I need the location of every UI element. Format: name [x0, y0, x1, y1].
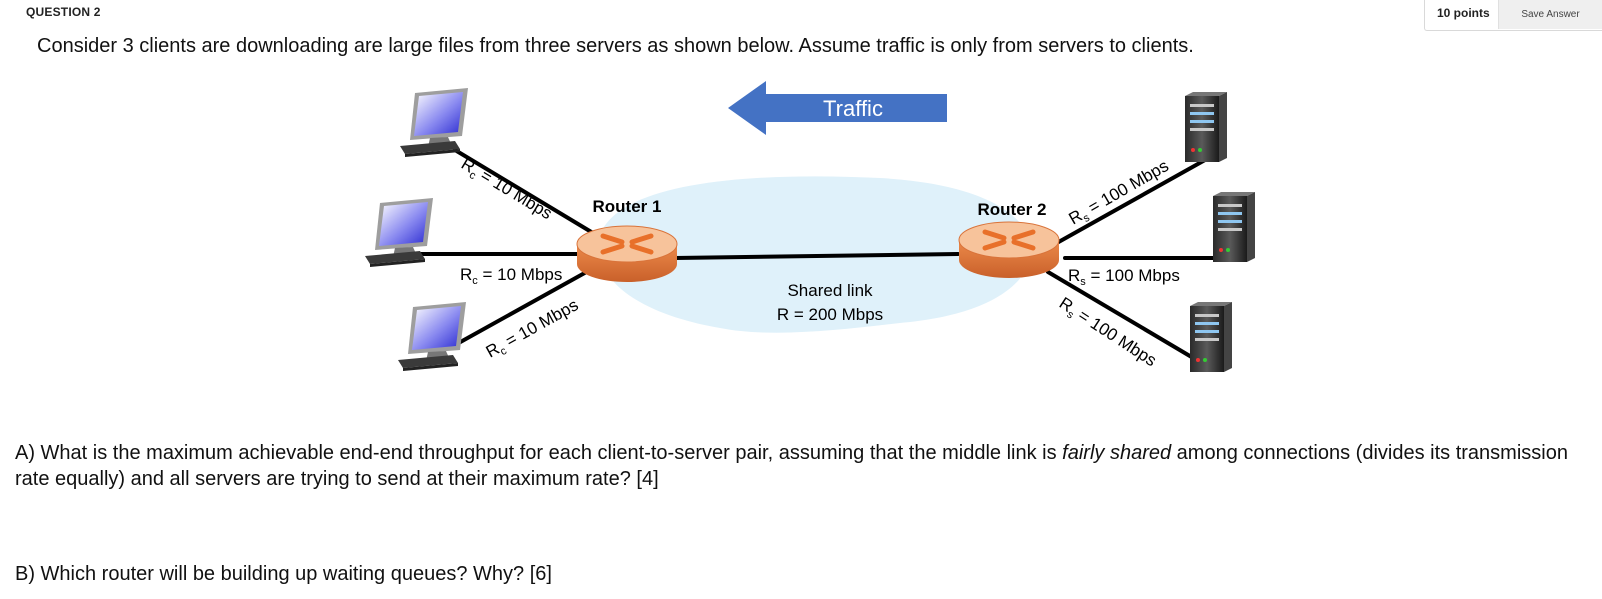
router-2-label: Router 2: [978, 200, 1047, 219]
part-a-text-end: among connections (divides its transmiss…: [15, 442, 1568, 490]
server-link-1: [1053, 158, 1207, 246]
router-2-icon: [958, 221, 1060, 278]
server-2: [1213, 192, 1255, 262]
shared-link-label: Shared link: [787, 281, 873, 300]
client-computer-2: [365, 198, 433, 267]
save-answer-button[interactable]: Save Answer: [1498, 0, 1602, 29]
server-link-1-label: Rs = 100 Mbps: [1066, 156, 1174, 231]
client-computer-3: [398, 302, 466, 371]
question-part-b: B) Which router will be building up wait…: [15, 563, 552, 585]
part-a-emphasis: fairly shared: [1062, 442, 1172, 464]
traffic-label: Traffic: [823, 96, 883, 121]
server-link-2-label: Rs = 100 Mbps: [1068, 266, 1180, 288]
traffic-arrow: Traffic: [728, 81, 947, 135]
client-link-3: [453, 268, 592, 347]
links: [418, 148, 1217, 364]
client-link-1-label: Rc = 10 Mbps: [456, 154, 555, 226]
router-1-icon: [576, 225, 678, 282]
client-link-1: [453, 148, 600, 238]
question-prompt: Consider 3 clients are downloading are l…: [37, 35, 1194, 57]
client-link-2-label: Rc = 10 Mbps: [460, 265, 562, 287]
question-part-a: A) What is the maximum achievable end-en…: [15, 440, 1590, 492]
router-1-label: Router 1: [593, 197, 662, 216]
client-computer-1: [400, 88, 468, 157]
server-1: [1185, 92, 1227, 162]
shared-link-rate: R = 200 Mbps: [777, 305, 883, 324]
server-3: [1190, 302, 1232, 372]
shared-link: [673, 252, 960, 260]
question-points: 10 points: [1437, 6, 1490, 20]
part-a-text-start: A) What is the maximum achievable end-en…: [15, 442, 1063, 464]
points-panel: 10 points Save Answer: [1424, 0, 1602, 31]
client-link-3-label: Rc = 10 Mbps: [483, 295, 583, 364]
server-link-3: [1046, 270, 1202, 364]
question-number: QUESTION 2: [26, 5, 101, 19]
